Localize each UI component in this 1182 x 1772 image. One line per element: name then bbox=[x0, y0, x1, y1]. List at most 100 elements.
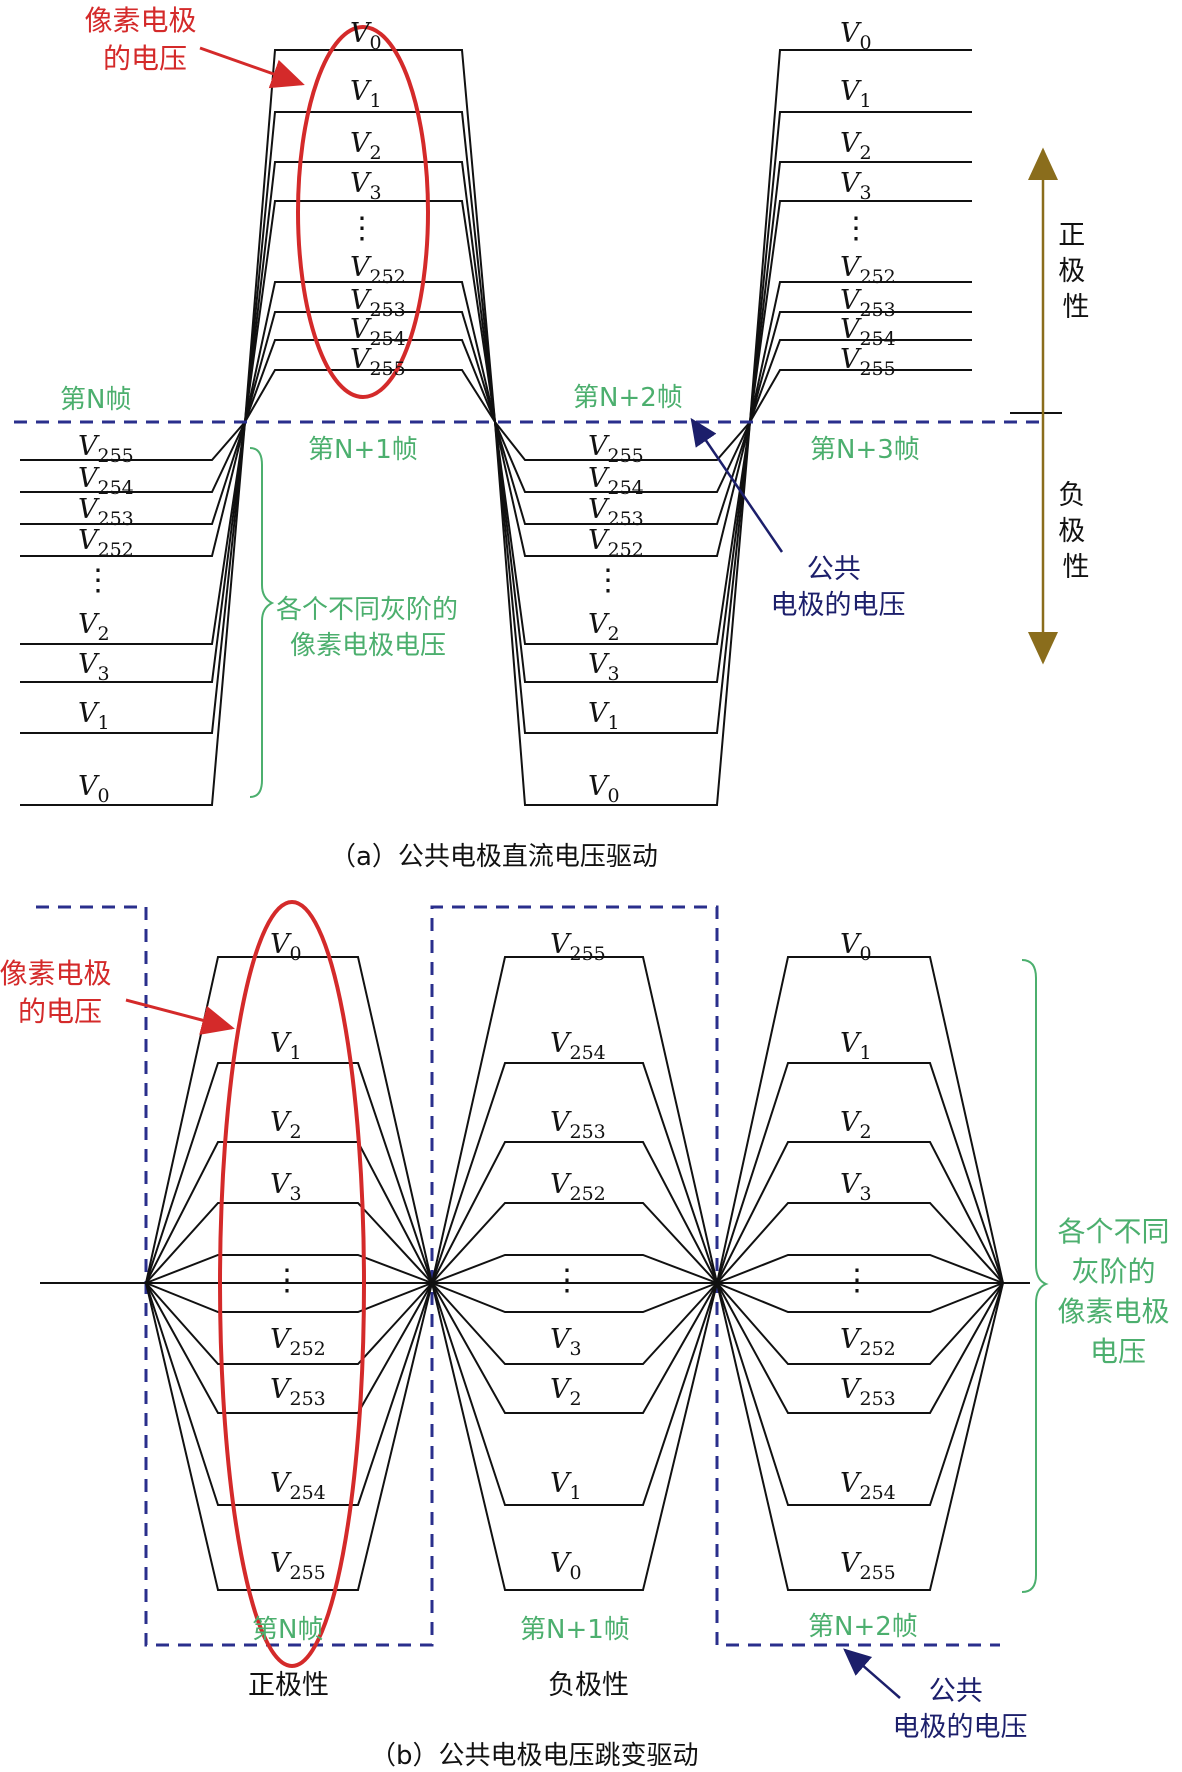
panel-a-frame-n1-label: 第N+1帧 bbox=[308, 435, 418, 465]
panel-b-pixel-voltage-ellipse bbox=[218, 900, 366, 1668]
panel-b-frame-2-level bbox=[716, 1254, 1004, 1284]
panel-b-level-label: V2 bbox=[840, 1107, 872, 1143]
panel-a-pixel-voltage-ellipse bbox=[296, 25, 430, 399]
panel-a-frame-n-level bbox=[20, 421, 246, 461]
panel-b-frame-n1-label: 第N+1帧 bbox=[520, 1615, 630, 1645]
panel-b-frame-0-level bbox=[145, 1282, 433, 1313]
panel-b-level-label: V253 bbox=[550, 1107, 606, 1143]
panel-b-level-label: V255 bbox=[550, 929, 606, 965]
panel-a-level-label: V2 bbox=[588, 609, 620, 645]
panel-a-frame-n3-level bbox=[749, 281, 972, 423]
panel-a-level-label: V3 bbox=[350, 168, 382, 204]
panel-a-frame-n2-label: 第N+2帧 bbox=[573, 383, 683, 413]
panel-a-level-label: V1 bbox=[840, 76, 872, 112]
panel-a-level-label: V255 bbox=[588, 431, 644, 467]
panel-a-level-label: V0 bbox=[78, 771, 110, 807]
panel-a-common-arrow bbox=[690, 417, 784, 553]
panel-b-frame-2-level bbox=[716, 1282, 1004, 1506]
panel-a-level-label: V2 bbox=[78, 609, 110, 645]
panel-b-level-label: V3 bbox=[270, 1169, 302, 1205]
panel-b-frame-0-level bbox=[145, 1254, 433, 1284]
panel-b-common-electrode-line bbox=[36, 905, 1000, 1647]
panel-b-frame-1-level bbox=[431, 1141, 718, 1284]
panel-a-caption: （a）公共电极直流电压驱动 bbox=[330, 842, 658, 872]
panel-a-frame-n1-level bbox=[244, 200, 496, 423]
panel-a-frame-n3-label: 第N+3帧 bbox=[810, 435, 920, 465]
panel-b-frame-1-level bbox=[431, 1254, 718, 1284]
panel-a-frame-n2-level bbox=[494, 421, 751, 806]
panel-a-level-label: V252 bbox=[350, 252, 406, 288]
panel-a-level-label: V255 bbox=[840, 344, 896, 380]
panel-b-negative-polarity-label: 负极性 bbox=[548, 1670, 629, 1701]
panel-a-common-label: 公共 电极的电压 bbox=[771, 554, 906, 621]
panel-b-frame-2-level bbox=[716, 1141, 1004, 1284]
panel-b-ellipsis: ⋮ bbox=[842, 1263, 872, 1298]
panel-b-frame-0-level bbox=[145, 956, 433, 1284]
panel-b-level-label: V253 bbox=[270, 1374, 326, 1410]
panel-b-frame-2-level bbox=[716, 1062, 1004, 1284]
panel-a-level-label: V3 bbox=[840, 168, 872, 204]
panel-a-level-label: V1 bbox=[78, 698, 110, 734]
panel-a-ellipsis: ⋮ bbox=[593, 563, 623, 598]
panel-a-frame-n1-level bbox=[244, 161, 496, 423]
panel-a-pixel-voltage-label: 像素电极 的电压 bbox=[85, 4, 206, 75]
panel-b-level-label: V0 bbox=[550, 1548, 582, 1584]
panel-b-frame-1-level bbox=[431, 956, 718, 1284]
panel-b-level-label: V0 bbox=[270, 929, 302, 965]
panel-a-frame-n-level bbox=[20, 421, 246, 806]
panel-a-frame-n2-level bbox=[494, 421, 751, 493]
panel-b-level-label: V254 bbox=[270, 1468, 326, 1504]
panel-b-level-label: V2 bbox=[270, 1107, 302, 1143]
panel-a-level-label: V3 bbox=[588, 649, 620, 685]
panel-b-positive-polarity-label: 正极性 bbox=[248, 1670, 329, 1701]
panel-b-frame-1-level bbox=[431, 1282, 718, 1506]
panel-a-level-label: V0 bbox=[840, 18, 872, 54]
panel-a-grayscale-label: 各个不同灰阶的 像素电极电压 bbox=[276, 595, 466, 661]
panel-a-frame-n-level bbox=[20, 421, 246, 493]
panel-b-ellipsis: ⋮ bbox=[552, 1263, 582, 1298]
panel-a-level-label: V1 bbox=[588, 698, 620, 734]
panel-b-common-label: 公共 电极的电压 bbox=[893, 1676, 1028, 1743]
panel-a-frame-n3-level bbox=[749, 369, 972, 423]
panel-b-frame-1-level bbox=[431, 1282, 718, 1313]
panel-a-frame-n-level bbox=[20, 421, 246, 645]
panel-b-waveforms bbox=[145, 956, 1004, 1591]
panel-a-level-label: V255 bbox=[350, 344, 406, 380]
panel-a-level-label: V253 bbox=[350, 285, 406, 321]
panel-b-frame-2-level bbox=[716, 1282, 1004, 1414]
panel-b-level-label: V1 bbox=[550, 1468, 582, 1504]
panel-a-positive-polarity-label: 正 极 性 bbox=[1058, 220, 1094, 323]
panel-b-level-label: V252 bbox=[550, 1169, 606, 1205]
panel-b-caption: （b）公共电极电压跳变驱动 bbox=[370, 1741, 699, 1771]
panel-a-level-label: V254 bbox=[78, 463, 134, 499]
panel-b-frame-2-level bbox=[716, 1282, 1004, 1313]
panel-b-frame-n2-label: 第N+2帧 bbox=[808, 1612, 918, 1642]
panel-a-frame-n2-level bbox=[494, 421, 751, 645]
panel-a-frame-n-label: 第N帧 bbox=[60, 385, 131, 415]
panel-a-frame-n-level bbox=[20, 421, 246, 683]
panel-b-level-label: V2 bbox=[550, 1374, 582, 1410]
panel-a-frame-n3-level bbox=[749, 339, 972, 423]
panel-a-frame-n3-level bbox=[749, 111, 972, 423]
panel-a-frame-n-level bbox=[20, 421, 246, 557]
panel-a-frame-n2-level bbox=[494, 421, 751, 734]
panel-a-frame-n3-level bbox=[749, 49, 972, 423]
panel-a-frame-n3-level bbox=[749, 200, 972, 423]
panel-b-frame-0-level bbox=[145, 1282, 433, 1591]
panel-b-level-label: V255 bbox=[270, 1548, 326, 1584]
panel-a-frame-n2-level bbox=[494, 421, 751, 525]
panel-b-pixel-voltage-arrow bbox=[125, 998, 235, 1035]
panel-a-frame-n-level bbox=[20, 421, 246, 525]
panel-a-level-label: V252 bbox=[588, 525, 644, 561]
panel-a-negative-polarity-label: 负 极 性 bbox=[1058, 480, 1094, 583]
panel-b-frame-2-level bbox=[716, 956, 1004, 1284]
panel-a-frame-n1-level bbox=[244, 311, 496, 423]
panel-a-level-label: V252 bbox=[840, 252, 896, 288]
panel-a-frame-n2-level bbox=[494, 421, 751, 557]
